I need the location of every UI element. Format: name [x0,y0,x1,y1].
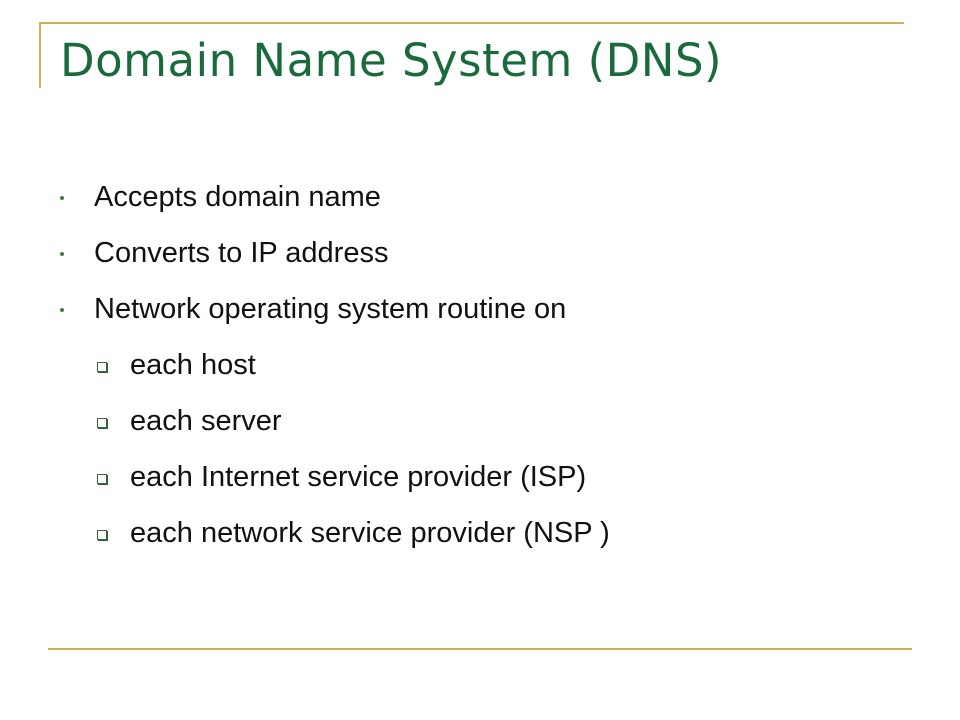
square-bullet-icon [97,530,107,540]
square-bullet-icon [97,362,107,372]
subbullet-text: each Internet service provider (ISP) [130,461,587,493]
round-bullet-icon [60,252,64,256]
round-bullet-icon [60,308,64,312]
square-bullet-icon [97,474,107,484]
bullet-text: Network operating system routine on [94,293,567,325]
round-bullet-icon [60,196,64,200]
bottom-rule [48,648,912,650]
bullet-item: Accepts domain name [60,181,381,213]
subbullet-item: each network service provider (NSP ) [97,517,610,549]
square-bullet-icon [97,418,107,428]
bullet-text: Accepts domain name [94,181,381,213]
subbullet-item: each Internet service provider (ISP) [97,461,587,493]
subbullet-text: each network service provider (NSP ) [130,517,610,549]
top-rule [41,22,904,24]
subbullet-item: each host [97,349,256,381]
subbullet-text: each host [130,349,256,381]
slide-title: Domain Name System (DNS) [60,34,723,87]
left-rule [39,22,41,88]
bullet-text: Converts to IP address [94,237,389,269]
bullet-item: Network operating system routine on [60,293,567,325]
subbullet-item: each server [97,405,282,437]
subbullet-text: each server [130,405,282,437]
bullet-item: Converts to IP address [60,237,389,269]
